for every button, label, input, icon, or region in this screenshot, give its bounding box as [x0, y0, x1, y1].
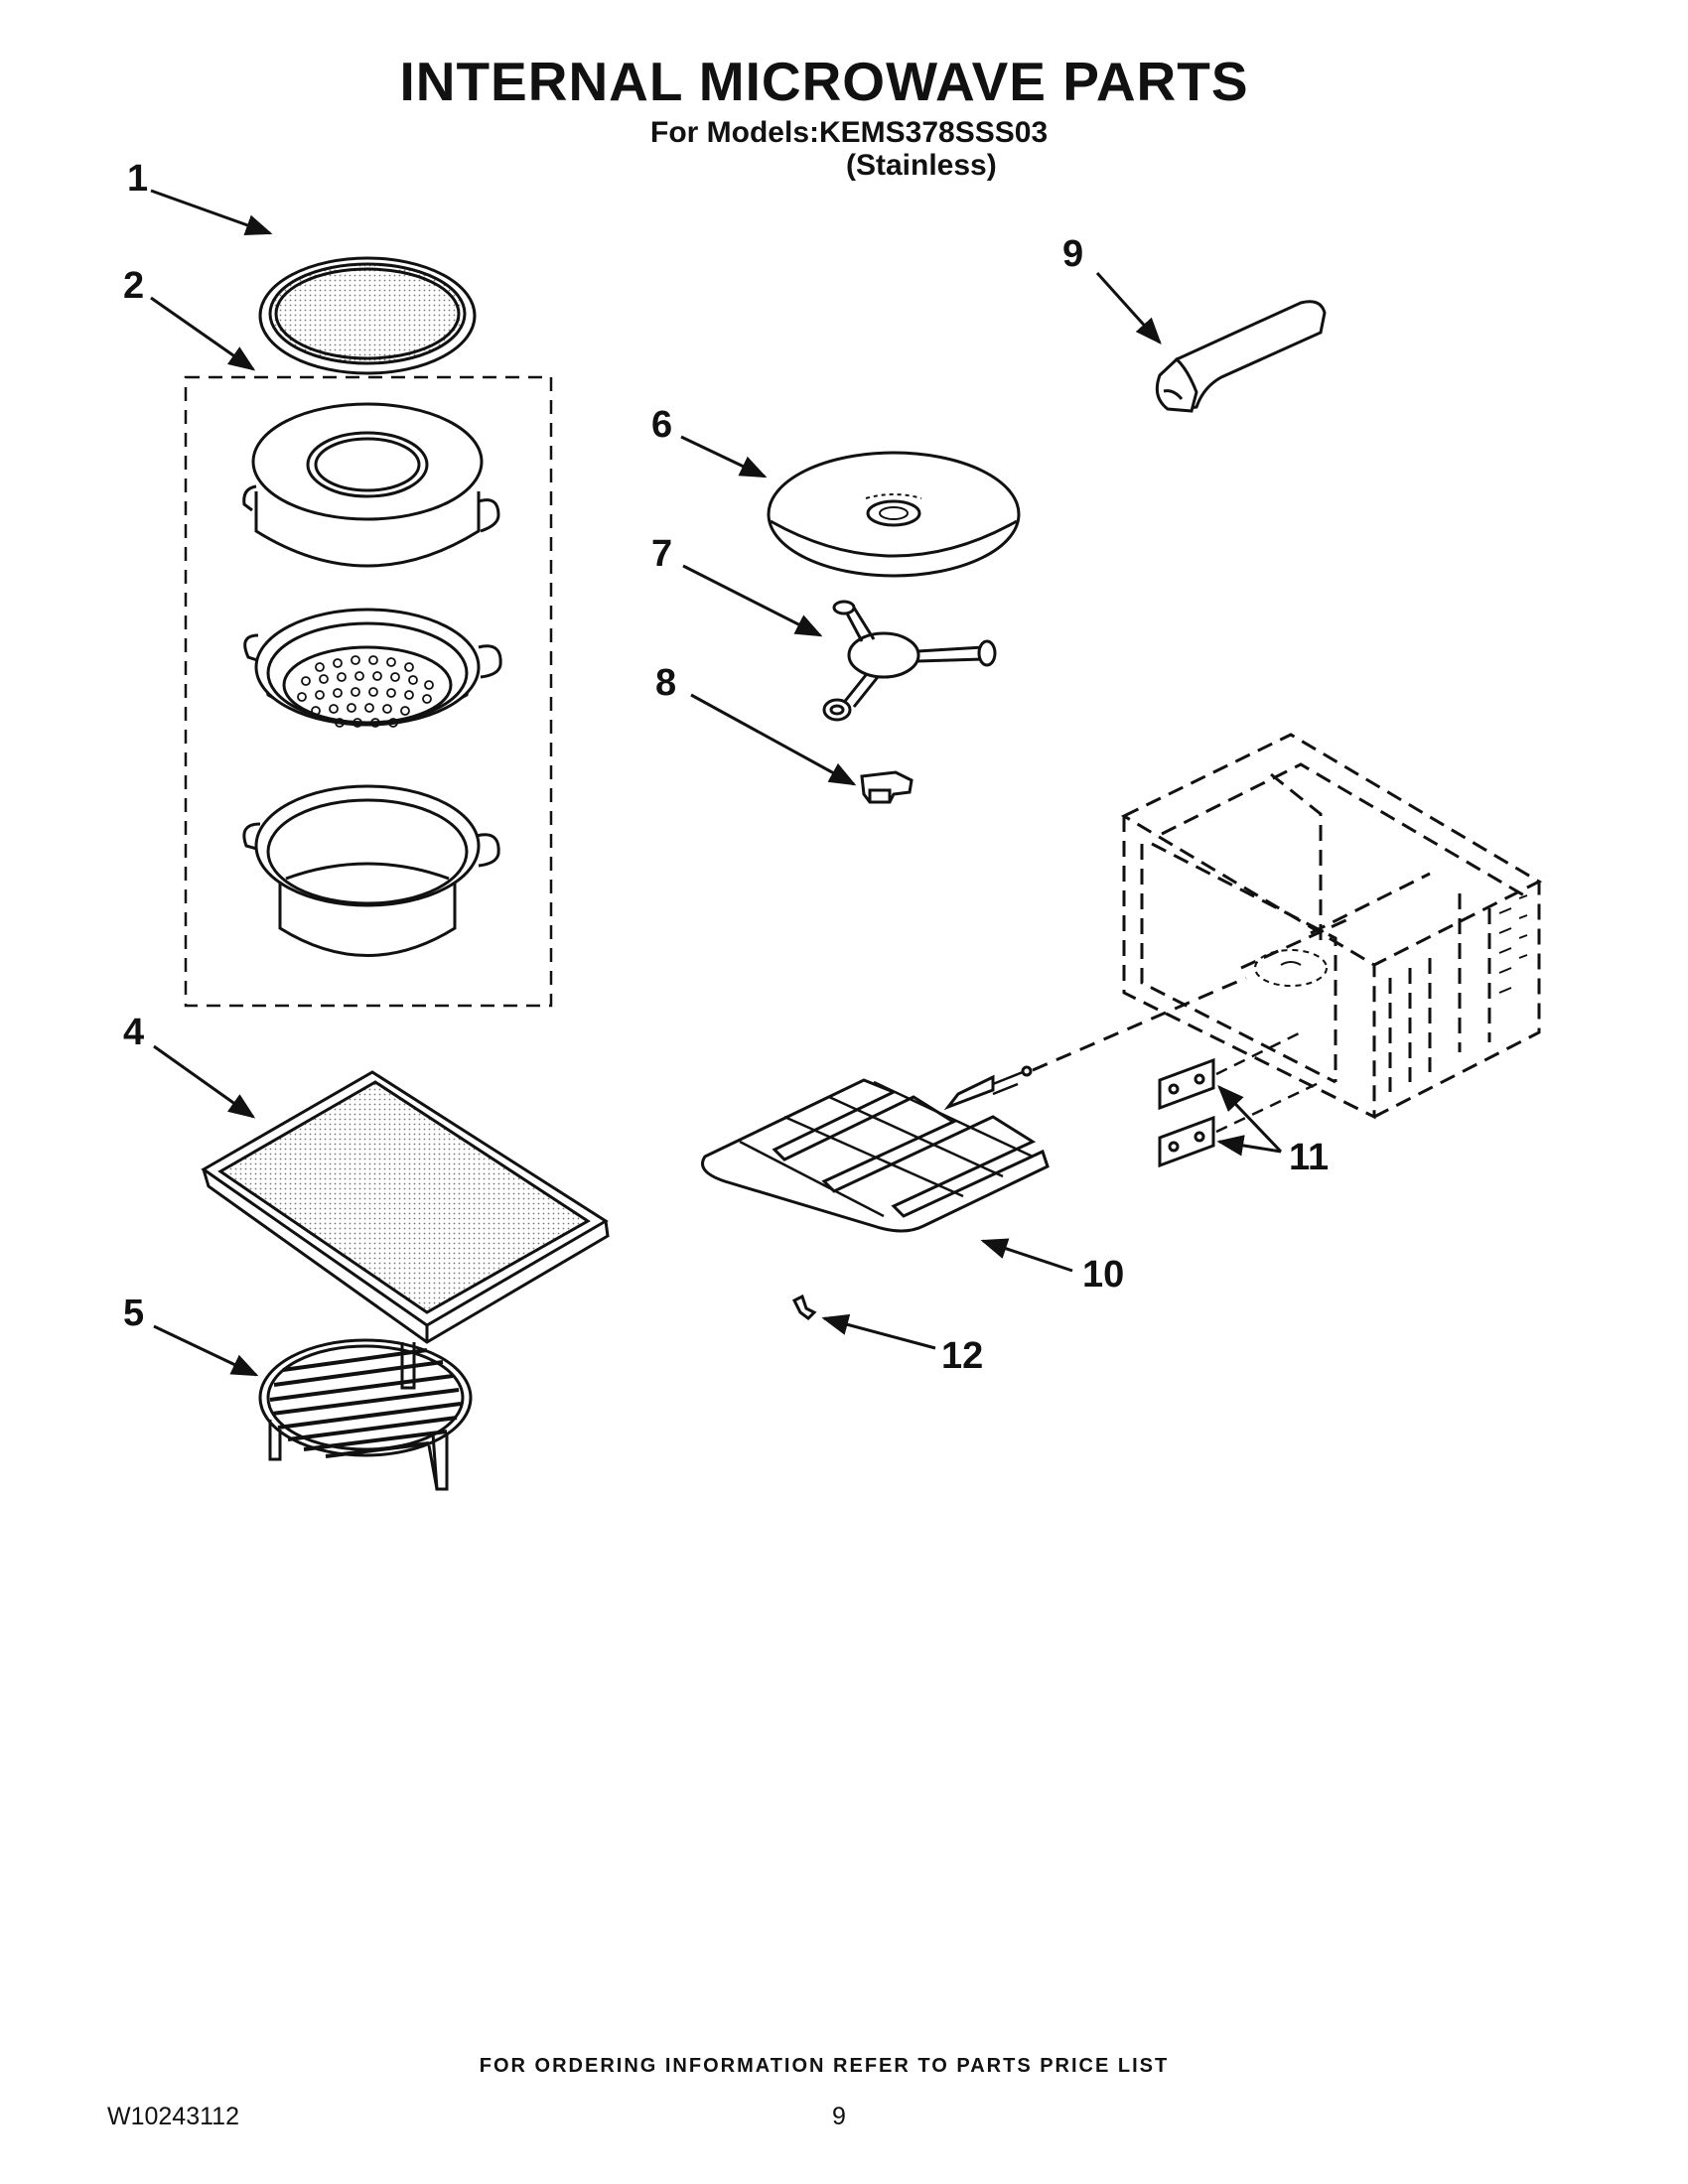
- callout-9: 9: [1062, 233, 1083, 275]
- crisper-tray-icon: [201, 1070, 610, 1344]
- steamer-set-icon: [184, 375, 553, 1008]
- heating-element-icon: [701, 1065, 1050, 1233]
- steamer-lid-icon: [258, 256, 477, 375]
- finish-line: (Stainless): [846, 149, 997, 182]
- document-number: W10243112: [107, 2103, 239, 2130]
- callout-7: 7: [651, 533, 672, 575]
- handle-icon: [1155, 300, 1327, 413]
- insulator-icon: [1158, 1057, 1215, 1168]
- grill-rack-icon: [258, 1338, 473, 1491]
- turntable-tray-icon: [767, 451, 1021, 578]
- callout-10: 10: [1082, 1254, 1124, 1296]
- leader-arrows: [150, 189, 1283, 1377]
- callout-1: 1: [127, 158, 148, 200]
- models-line: For Models:KEMS378SSS03: [650, 116, 1049, 149]
- microwave-cavity-outline: [1120, 733, 1543, 1120]
- assembly-line: [1032, 976, 1247, 1072]
- turntable-support-icon: [822, 600, 997, 722]
- page-number: 9: [832, 2103, 846, 2130]
- assembly-line: [1215, 1030, 1322, 1134]
- bracket-icon: [791, 1294, 817, 1320]
- callout-4: 4: [123, 1012, 144, 1053]
- callout-2: 2: [123, 265, 144, 307]
- callout-5: 5: [123, 1293, 144, 1334]
- callout-11: 11: [1289, 1137, 1329, 1178]
- page-title: INTERNAL MICROWAVE PARTS: [399, 51, 1249, 112]
- callout-8: 8: [655, 662, 676, 704]
- callout-6: 6: [651, 404, 672, 446]
- ordering-note: FOR ORDERING INFORMATION REFER TO PARTS …: [479, 2055, 1170, 2077]
- cavity-detail-marks: [1254, 894, 1528, 994]
- callout-12: 12: [941, 1335, 983, 1377]
- coupler-icon: [860, 770, 914, 804]
